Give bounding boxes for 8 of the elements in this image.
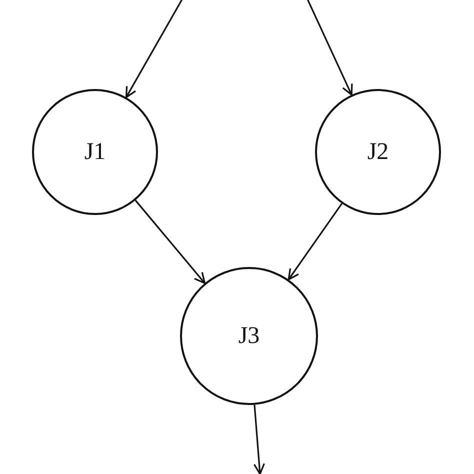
node-label: J1	[84, 138, 106, 166]
arrow	[125, 0, 185, 98]
arrow	[305, 0, 353, 96]
node-label: J2	[367, 138, 389, 166]
arrow	[134, 200, 206, 284]
arrow	[253, 404, 265, 474]
node-label: J3	[238, 322, 260, 350]
arrow	[288, 203, 342, 280]
